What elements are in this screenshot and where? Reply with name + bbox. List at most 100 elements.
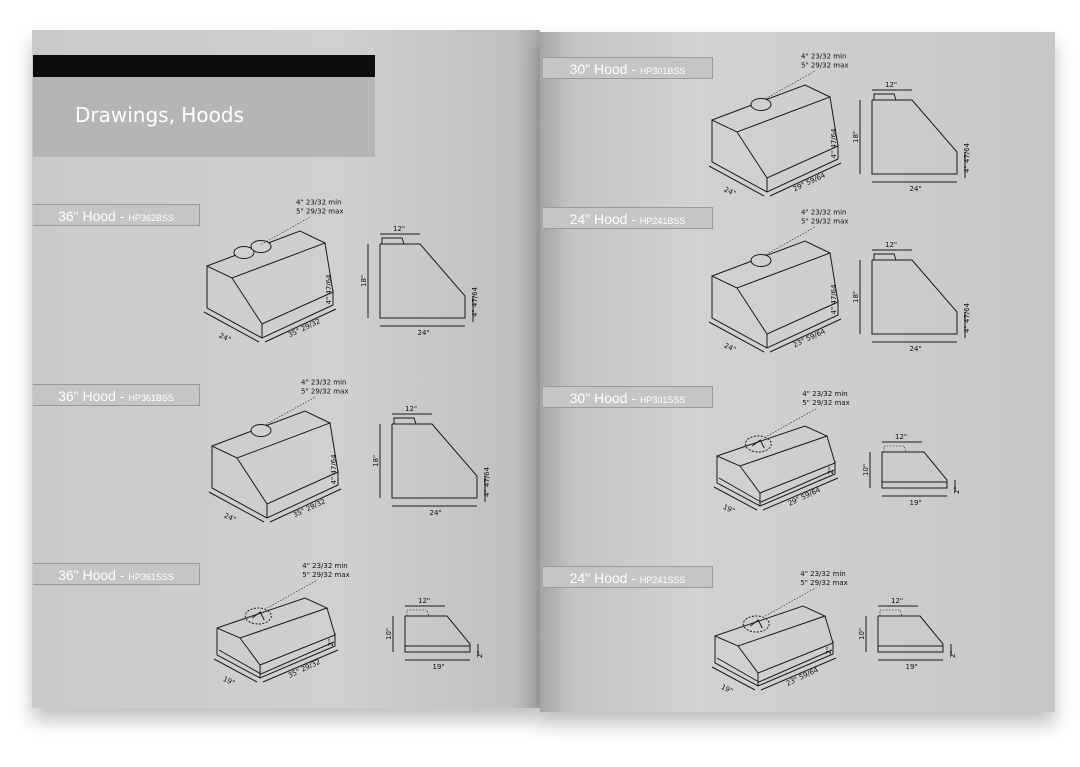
side-view-drawing: 12"18"24"4" 47/64 bbox=[852, 241, 971, 353]
model-number: HP361BSS bbox=[128, 393, 174, 403]
hood-front-edge bbox=[739, 462, 836, 494]
side-front-label: 4" 47/64 bbox=[483, 466, 491, 497]
depth-dim-line bbox=[213, 658, 258, 683]
depth-dim-line bbox=[208, 491, 265, 523]
width-label: 23" 59/64 bbox=[792, 327, 827, 349]
side-outline bbox=[871, 99, 958, 175]
hood-size: 36" Hood - bbox=[58, 208, 129, 224]
filter-line bbox=[716, 649, 833, 683]
side-top-label: 12" bbox=[891, 597, 903, 605]
side-bottom-label: 19" bbox=[433, 663, 445, 671]
damper-icon bbox=[751, 439, 765, 449]
vent-min-label: 4" 23/32 min bbox=[800, 570, 846, 578]
side-view-drawing: 12"10"19"2" bbox=[385, 597, 484, 671]
duct-collar bbox=[883, 445, 907, 453]
page-title: Drawings, Hoods bbox=[75, 103, 244, 127]
duct-collar bbox=[873, 93, 897, 101]
side-top-label: 12" bbox=[418, 597, 430, 605]
vent-max-label: 5" 29/32 max bbox=[800, 579, 848, 587]
title-box: Drawings, Hoods bbox=[33, 77, 375, 157]
front-height-label: 2" bbox=[825, 647, 833, 655]
side-top-label: 12" bbox=[405, 405, 417, 413]
vent-min-label: 4" 23/32 min bbox=[296, 199, 342, 207]
side-view-drawing: 12"10"19"2" bbox=[862, 433, 961, 507]
side-height-label: 10" bbox=[385, 628, 393, 640]
width-dim-line bbox=[769, 162, 842, 197]
model-number: HP241BSS bbox=[639, 216, 686, 226]
side-outline bbox=[871, 259, 958, 335]
width-label: 29" 59/64 bbox=[792, 171, 827, 193]
width-dim-line bbox=[269, 488, 342, 523]
hood-size: 24" Hood - bbox=[569, 570, 640, 586]
duct-collar bbox=[406, 609, 430, 617]
side-bottom-label: 24" bbox=[910, 345, 922, 353]
side-view-drawing: 12"18"24"4" 47/64 bbox=[360, 225, 479, 337]
section-label: 36" Hood - HP361BSS bbox=[33, 384, 200, 406]
vent-max-label: 5" 29/32 max bbox=[296, 208, 344, 216]
header-bar bbox=[33, 55, 375, 77]
front-height-label: 2" bbox=[827, 467, 835, 475]
front-height-label: 4" 47/64 bbox=[330, 454, 338, 485]
hood-size: 24" Hood - bbox=[569, 211, 640, 227]
width-label: 35" 29/32 bbox=[287, 658, 322, 680]
right-page bbox=[540, 32, 1055, 712]
side-outline bbox=[404, 615, 471, 653]
model-number: HP301BSS bbox=[639, 66, 686, 76]
depth-dim-line bbox=[708, 165, 765, 197]
filter-line bbox=[218, 641, 335, 675]
duct-opening-icon bbox=[244, 607, 272, 625]
vent-dim-line bbox=[267, 579, 318, 609]
duct-collar bbox=[873, 253, 897, 261]
duct-opening-icon bbox=[744, 435, 772, 453]
section-label: 30" Hood - HP301BSS bbox=[543, 57, 713, 79]
duct-collar-icon bbox=[233, 246, 255, 259]
vent-dim-line bbox=[265, 396, 317, 425]
filter-line bbox=[718, 469, 835, 503]
side-outline bbox=[877, 615, 944, 653]
width-dim-line bbox=[760, 657, 837, 691]
side-height-label: 18" bbox=[372, 455, 380, 467]
damper-icon bbox=[749, 619, 763, 629]
vent-min-label: 4" 23/32 min bbox=[801, 53, 847, 61]
duct-opening-icon bbox=[742, 615, 770, 633]
side-bottom-label: 24" bbox=[910, 185, 922, 193]
duct-collar bbox=[381, 237, 405, 245]
hood-size: 36" Hood - bbox=[58, 567, 129, 583]
side-view-drawing: 12" 18" 24" 4" 47/64 bbox=[372, 405, 491, 517]
width-dim-line bbox=[264, 308, 337, 343]
side-front-label: 4" 47/64 bbox=[963, 302, 971, 333]
width-dim-line bbox=[769, 318, 842, 353]
vent-dim-line bbox=[260, 216, 312, 245]
side-view-drawing: 12"18"24"4" 47/64 bbox=[852, 81, 971, 193]
depth-label: 24" bbox=[723, 186, 737, 198]
width-label: 23" 59/64 bbox=[785, 666, 820, 688]
duct-collar-icon bbox=[250, 240, 272, 253]
side-top-label: 12" bbox=[885, 81, 897, 89]
side-front-label: 2" bbox=[949, 650, 957, 658]
section-label: 24" Hood - HP241BSS bbox=[543, 207, 713, 229]
width-dim-line bbox=[762, 477, 839, 511]
side-outline bbox=[881, 451, 948, 489]
model-number: HP361SSS bbox=[128, 572, 174, 582]
hood-size: 30" Hood - bbox=[569, 61, 640, 77]
side-height-label: 10" bbox=[858, 628, 866, 640]
side-outline bbox=[391, 423, 478, 499]
vent-dim-line bbox=[765, 587, 816, 617]
depth-label: 24" bbox=[723, 342, 737, 354]
side-top-label: 12" bbox=[393, 225, 405, 233]
side-height-label: 18" bbox=[852, 291, 860, 303]
front-height-label: 2" bbox=[327, 639, 335, 647]
model-number: HP241SSS bbox=[639, 575, 686, 585]
vent-min-label: 4" 23/32 min bbox=[302, 562, 348, 570]
side-bottom-label: 19" bbox=[906, 663, 918, 671]
vent-max-label: 5" 29/32 max bbox=[302, 571, 350, 579]
duct-collar-icon bbox=[250, 424, 272, 437]
side-bottom-label: 24" bbox=[430, 509, 442, 517]
front-height-label: 4" 47/64 bbox=[830, 284, 838, 315]
vent-max-label: 5" 29/32 max bbox=[801, 62, 849, 70]
